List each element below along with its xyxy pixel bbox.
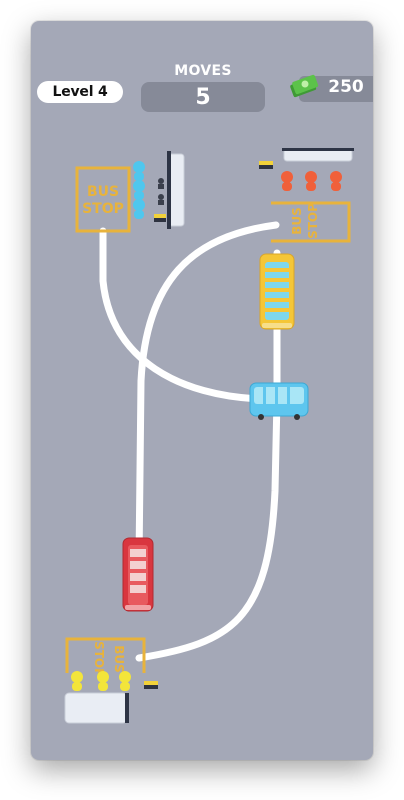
game-board: BUS STOP BUS STOP <box>64 148 354 724</box>
bus-stop-label: BUS <box>112 645 126 673</box>
bus-yellow[interactable] <box>259 253 295 330</box>
passenger-yellow <box>119 671 131 691</box>
passenger-red <box>305 171 317 191</box>
bus-shelter-roof <box>282 148 354 151</box>
bus-stop-bottom-left[interactable]: STOP BUS <box>64 637 158 724</box>
bus-red[interactable] <box>122 537 154 612</box>
bus-stop-frame <box>75 166 131 233</box>
bus-stop-label: STOP <box>82 201 124 217</box>
ticket-turnstile <box>144 681 158 689</box>
cash-stack-icon <box>290 74 319 98</box>
passenger-red <box>281 171 293 191</box>
bus-stop-top-left[interactable]: BUS STOP <box>75 151 185 233</box>
passenger-blue <box>133 180 145 200</box>
bus-stop-label: STOP <box>306 203 320 239</box>
bus-shelter-roof <box>167 151 171 229</box>
waiting-figure <box>158 178 164 189</box>
road-network <box>99 221 281 662</box>
game-screen: BUS STOP BUS STOP <box>31 21 373 760</box>
ticket-turnstile <box>154 214 166 222</box>
moves-value: 5 <box>195 84 211 110</box>
passenger-yellow <box>71 671 83 691</box>
ticket-turnstile <box>259 161 273 169</box>
bus-stop-label: BUS <box>87 184 119 200</box>
bus-stop-top-right[interactable]: BUS STOP <box>259 148 354 243</box>
passenger-blue <box>133 161 145 181</box>
waiting-figure <box>158 194 164 205</box>
level-label: Level 4 <box>52 84 108 100</box>
moves-label: MOVES <box>174 63 232 79</box>
passenger-yellow <box>97 671 109 691</box>
passenger-blue <box>133 199 145 219</box>
bus-shelter-roof <box>125 693 129 723</box>
bus-shelter <box>64 692 128 724</box>
bus-stop-frame <box>65 637 146 673</box>
road-segment <box>135 221 280 565</box>
bus-stop-label: BUS <box>290 207 304 235</box>
bus-stop-label: STOP <box>92 641 106 677</box>
level-indicator: Level 4 <box>37 81 123 103</box>
road-segment <box>135 249 281 662</box>
bus-stop-frame <box>271 201 351 243</box>
moves-counter: 5 <box>141 82 265 112</box>
road-segment <box>99 227 265 403</box>
passenger-red <box>330 171 342 191</box>
money-value: 250 <box>328 77 364 97</box>
bus-blue[interactable] <box>249 382 309 420</box>
